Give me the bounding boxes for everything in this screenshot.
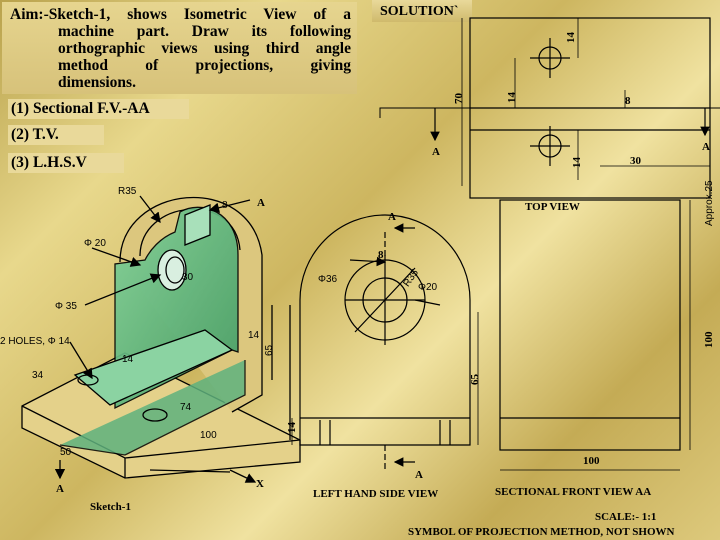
isometric-labels: R35 A Φ 20 30 8 Φ 35 2 HOLES, Φ 14 14 65… xyxy=(0,186,275,513)
aim-line-5: dimensions. xyxy=(58,74,136,91)
aim-panel: Aim:-Sketch-1, shows Isometric View of a… xyxy=(2,2,357,94)
iso-cut-left-label: A xyxy=(56,483,64,495)
symbol-note: SYMBOL OF PROJECTION METHOD, NOT SHOWN xyxy=(408,526,675,538)
lhs-d8: 8 xyxy=(378,249,384,261)
iso-d74-label: 74 xyxy=(180,402,192,413)
lhs-d36: Φ36 xyxy=(318,274,338,285)
aim-line-2: machine part. Draw its following xyxy=(58,23,351,40)
lhs-view-label: LEFT HAND SIDE VIEW xyxy=(313,488,438,500)
lhs-d65: 65 xyxy=(469,374,481,386)
iso-d14-hole-label: 14 xyxy=(122,354,134,365)
requirement-3: (3) L.H.S.V xyxy=(8,153,124,173)
lhs-cut-bottom: A xyxy=(415,469,423,481)
top-d8: 8 xyxy=(625,95,631,107)
aim-text: Aim:-Sketch-1, shows Isometric View of a… xyxy=(2,2,357,91)
lhs-view-labels: A 8 Φ36 R35 Φ20 65 14 A LEFT HAND SIDE V… xyxy=(286,211,481,500)
solution-label: SOLUTION` xyxy=(380,4,459,19)
requirement-2: (2) T.V. xyxy=(8,125,104,145)
lhs-view xyxy=(291,214,479,470)
top-cut-a2: A xyxy=(702,141,710,153)
iso-d65-label: 65 xyxy=(264,344,275,356)
iso-d20-label: Φ 20 xyxy=(84,238,106,249)
lhs-cut-top: A xyxy=(388,211,396,223)
iso-d14-rib-label: 14 xyxy=(248,330,260,341)
iso-d100-label: 100 xyxy=(200,430,217,441)
iso-d8-label: 8 xyxy=(222,200,228,211)
requirement-1: (1) Sectional F.V.-AA xyxy=(8,99,189,119)
top-d70: 70 xyxy=(453,93,465,105)
lhs-d20: Φ20 xyxy=(418,282,438,293)
top-view-label: TOP VIEW xyxy=(525,201,580,213)
solution-panel xyxy=(372,0,472,22)
iso-d50-label: 50 xyxy=(60,447,72,458)
front-view-labels: 100 100 SECTIONAL FRONT VIEW AA xyxy=(495,331,715,498)
iso-r35-label: R35 xyxy=(118,186,137,197)
top-cut-a1: A xyxy=(432,146,440,158)
top-d30: 30 xyxy=(630,155,642,167)
iso-cut-mid-label: A xyxy=(257,197,265,209)
front-d100-v: 100 xyxy=(703,331,715,348)
aim-line-3: orthographic views using third angle xyxy=(58,40,351,57)
sectional-front-view xyxy=(499,199,691,471)
iso-d30-label: 30 xyxy=(182,272,194,283)
iso-holes-label: 2 HOLES, Φ 14 xyxy=(0,336,70,347)
iso-axis-x-label: X xyxy=(256,478,264,490)
top-d14-a: 14 xyxy=(565,32,577,44)
top-d14-c: 14 xyxy=(571,157,583,169)
aim-line-4: method of projections, giving xyxy=(58,57,351,74)
front-d100-h: 100 xyxy=(583,455,600,467)
top-d14-b: 14 xyxy=(506,92,518,104)
front-view-label: SECTIONAL FRONT VIEW AA xyxy=(495,486,651,498)
iso-d35-label: Φ 35 xyxy=(55,301,77,312)
lhs-d14: 14 xyxy=(286,422,298,434)
scale-label: SCALE:- 1:1 xyxy=(595,511,656,523)
sketch-label: Sketch-1 xyxy=(90,501,131,513)
top-view-labels: 14 70 14 8 14 30 A A Approx.25 TOP VIEW xyxy=(432,32,715,227)
top-approx: Approx.25 xyxy=(704,180,715,226)
isometric-sketch xyxy=(21,195,301,483)
aim-line-1: Aim:-Sketch-1, shows Isometric View of a xyxy=(10,6,351,23)
top-view xyxy=(379,17,720,199)
iso-d34-label: 34 xyxy=(32,370,44,381)
